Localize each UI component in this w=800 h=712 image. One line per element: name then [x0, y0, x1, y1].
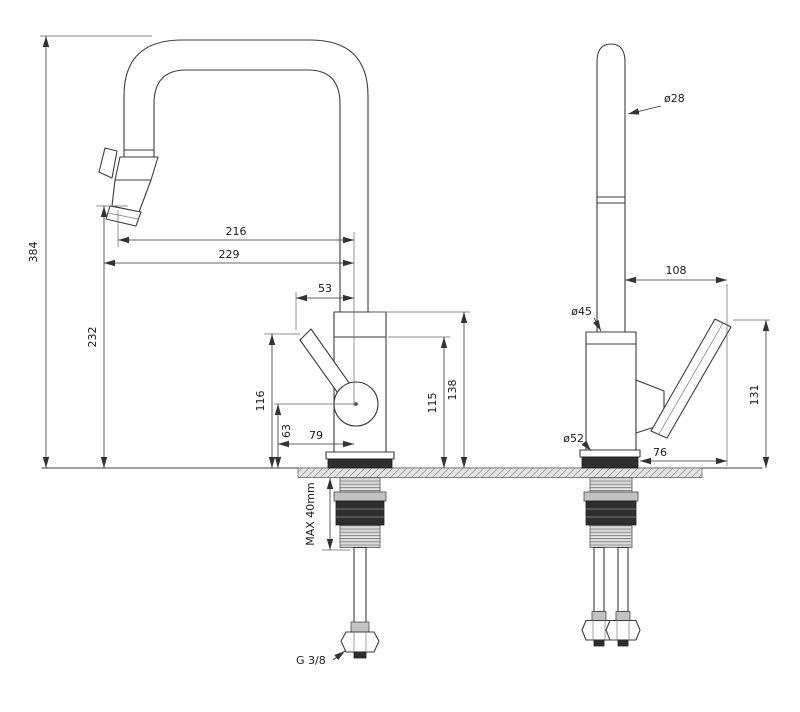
dim-handle-to-spout: 53 [318, 282, 332, 295]
supply-hose-left [593, 546, 605, 613]
mounting-nut-side [335, 500, 385, 526]
hose-ferrule-right [615, 611, 631, 621]
supply-hose-right [617, 546, 629, 613]
dim-supply-thread: G 3/8 [296, 654, 326, 667]
counter-cross-section [297, 467, 703, 478]
dim-ball-center-height: 63 [280, 424, 293, 438]
dim-handle-length: 108 [666, 264, 687, 277]
base-flange-side [325, 451, 395, 460]
front-view [579, 43, 732, 647]
front-body [579, 318, 732, 469]
side-under-counter [333, 477, 387, 659]
side-body [299, 311, 395, 469]
leader-d45 [592, 317, 602, 332]
dim-handle-height: 116 [254, 391, 267, 412]
dimension-labels: 384 232 216 229 53 116 63 79 115 138 MAX… [27, 92, 761, 667]
dim-base-diameter: ø52 [563, 432, 584, 445]
dim-body-diameter: ø45 [571, 305, 592, 318]
side-view [98, 39, 395, 659]
hose-connector-side [340, 631, 380, 653]
side-spray-head [98, 147, 159, 227]
hose-ferrule-side [350, 621, 370, 633]
dim-outlet-height: 232 [86, 327, 99, 348]
dim-handle-tip-height: 131 [748, 385, 761, 406]
dim-max-counter-thickness: MAX 40mm [304, 482, 317, 545]
spray-head-body [111, 156, 159, 213]
leader-g38 [332, 650, 346, 661]
mounting-nut-front [585, 500, 637, 526]
dim-handle-reach: 79 [309, 429, 323, 442]
hose-ferrule-left [591, 611, 607, 621]
spout-column [596, 43, 626, 332]
leader-d52 [581, 440, 592, 452]
dim-body-height: 115 [426, 393, 439, 414]
spray-clip [98, 147, 118, 179]
leader-d28 [627, 105, 662, 115]
front-under-counter [581, 477, 641, 647]
hose-tip-left [593, 639, 605, 647]
dim-spout-diameter: ø28 [664, 92, 685, 105]
dim-overall-height: 384 [27, 242, 40, 263]
base-gasket-front [581, 456, 639, 469]
dim-base-to-handle-tip: 76 [653, 446, 667, 459]
leader-lines [332, 105, 662, 661]
dim-reach-overall: 229 [219, 248, 240, 261]
dim-reach-to-outlet: 216 [226, 225, 247, 238]
faucet-body-front [585, 331, 637, 451]
supply-hose-side [353, 546, 367, 624]
dim-neck-height: 138 [446, 380, 459, 401]
hose-tip-side [353, 651, 367, 659]
hose-connector-front-right [605, 619, 641, 641]
mounting-washer-side [333, 491, 387, 502]
hose-tip-right [617, 639, 629, 647]
spray-nozzle-seam [107, 212, 139, 220]
spout-inner-line [153, 69, 341, 313]
mounting-washer-front [583, 491, 639, 502]
countertop [41, 467, 763, 478]
base-gasket-side [327, 458, 393, 469]
spout-outer-line [123, 39, 369, 313]
lever-edge-line [658, 322, 724, 435]
base-flange-front [579, 449, 641, 458]
side-spout [121, 39, 369, 313]
front-spout [596, 43, 626, 332]
dimension-lines [42, 36, 770, 550]
